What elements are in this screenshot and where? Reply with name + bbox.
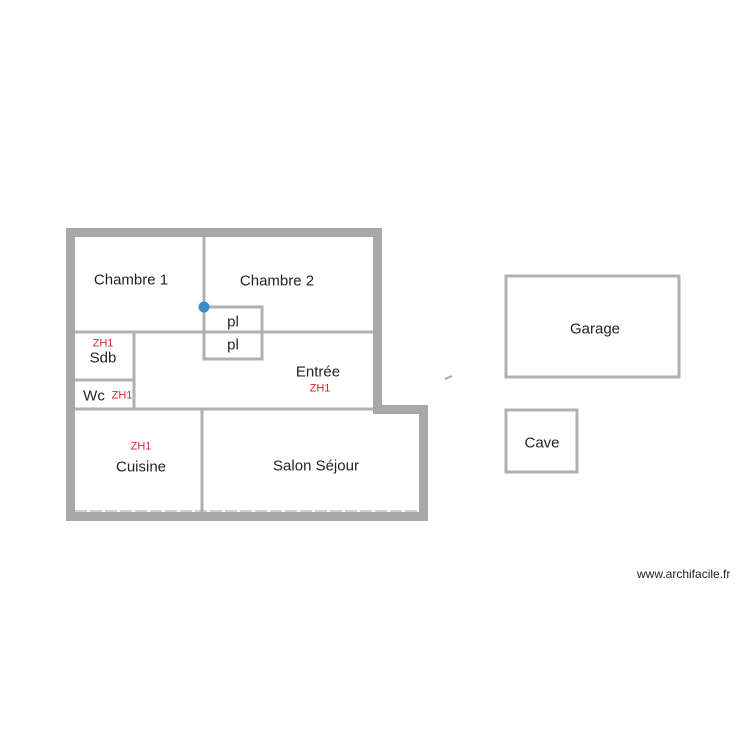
- room-label-sdb: Sdb: [89, 349, 117, 367]
- exterior-walls: [66, 228, 428, 521]
- garage-outline[interactable]: [504, 274, 681, 379]
- watermark-text: www.archifacile.fr: [637, 567, 731, 581]
- interior-partitions: [75, 237, 373, 512]
- room-label-garage: Garage: [569, 320, 621, 338]
- room-label-placard-1: pl: [227, 313, 239, 331]
- room-label-entree: Entrée: [295, 363, 341, 381]
- room-label-cave: Cave: [524, 434, 560, 452]
- stray-mark: [444, 375, 453, 380]
- zone-label-entree: ZH1: [309, 382, 331, 395]
- zone-label-cuisine: ZH1: [130, 440, 152, 453]
- anchor-point-handle[interactable]: [198, 301, 210, 313]
- room-chambre-2[interactable]: [206, 237, 372, 305]
- room-label-cuisine: Cuisine: [115, 458, 167, 476]
- room-label-salon-sejour: Salon Séjour: [273, 457, 359, 475]
- zone-label-wc: ZH1: [111, 389, 133, 402]
- room-label-chambre-2: Chambre 2: [239, 272, 315, 290]
- cave-outline[interactable]: [504, 408, 579, 474]
- room-label-placard-2: pl: [227, 336, 239, 354]
- room-label-wc: Wc: [83, 387, 105, 405]
- room-label-chambre-1: Chambre 1: [93, 271, 169, 289]
- zone-label-sdb: ZH1: [92, 337, 114, 350]
